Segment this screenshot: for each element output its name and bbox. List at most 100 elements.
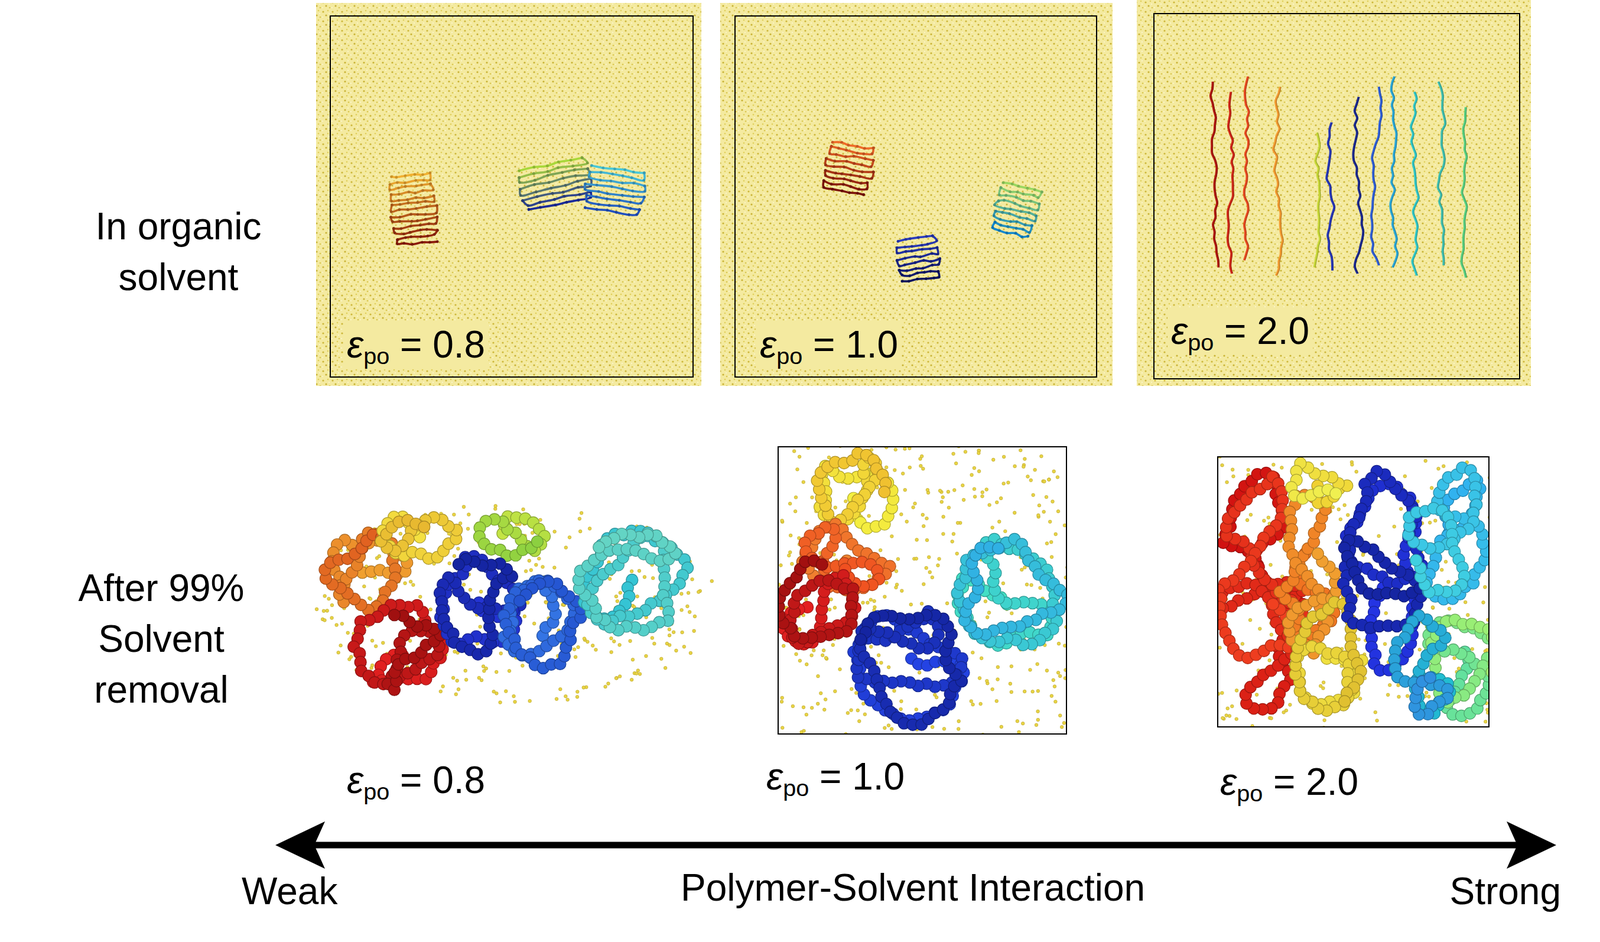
- solvent-bead: [609, 636, 614, 640]
- bead-chain: [796, 518, 896, 597]
- bead: [388, 183, 392, 187]
- bead: [840, 189, 844, 193]
- solvent-bead: [528, 698, 532, 703]
- solvent-bead: [957, 719, 961, 724]
- solvent-bead: [1064, 668, 1066, 672]
- bead: [561, 176, 565, 181]
- bead: [599, 170, 603, 174]
- solvent-bead: [1056, 509, 1060, 513]
- solvent-bead: [553, 529, 557, 534]
- bead: [432, 199, 436, 203]
- solvent-bead: [687, 610, 692, 614]
- solvent-bead: [833, 689, 837, 694]
- solvent-bead: [990, 687, 995, 692]
- bead: [517, 176, 522, 180]
- bead: [903, 245, 907, 249]
- bead: [607, 203, 611, 207]
- bead: [538, 205, 543, 210]
- bead: [1001, 180, 1006, 185]
- solvent-bead: [903, 447, 907, 451]
- solvent-bead: [903, 488, 907, 492]
- solvent-bead: [900, 589, 904, 593]
- solvent-bead: [886, 723, 891, 728]
- extended-chain: [1273, 86, 1284, 276]
- solvent-bead: [810, 706, 814, 710]
- solvent-bead: [919, 454, 924, 458]
- bead: [1029, 199, 1033, 203]
- solvent-bead: [1012, 511, 1017, 515]
- solvent-bead: [979, 701, 983, 706]
- bead: [1007, 212, 1012, 216]
- bead: [849, 184, 853, 189]
- bead: [618, 204, 621, 208]
- bead: [930, 263, 934, 267]
- solvent-bead: [492, 690, 496, 694]
- bead: [1010, 181, 1014, 186]
- bead: [858, 174, 863, 179]
- bead: [863, 146, 867, 151]
- bead: [576, 198, 581, 203]
- bead: [840, 140, 844, 145]
- folded-chain: [580, 163, 650, 219]
- solvent-bead: [576, 690, 580, 694]
- chain-segment: [391, 195, 435, 207]
- chain-segment: [584, 202, 640, 217]
- bead: [553, 197, 557, 202]
- solvent-bead: [833, 505, 838, 510]
- bead: [414, 179, 418, 182]
- bead: [423, 199, 427, 203]
- bead: [402, 232, 406, 236]
- bead: [547, 180, 551, 185]
- chain-segment: [998, 194, 1040, 211]
- bead: [394, 175, 398, 179]
- bead: [421, 173, 425, 177]
- solvent-bead: [340, 622, 344, 626]
- solvent-bead: [586, 639, 590, 644]
- bead: [832, 164, 837, 169]
- bead: [397, 192, 401, 196]
- solvent-bead: [946, 489, 951, 494]
- bead: [617, 198, 621, 202]
- solvent-bead: [521, 664, 525, 668]
- solvent-bead: [462, 582, 466, 587]
- solvent-bead: [615, 676, 619, 681]
- solvent-ground: [316, 2, 702, 386]
- extended-chain: [1227, 91, 1234, 273]
- bead: [425, 234, 429, 238]
- bead: [550, 191, 555, 195]
- bead: [413, 191, 417, 195]
- chain-segment: [585, 194, 641, 210]
- bead: [859, 181, 863, 185]
- bead: [406, 201, 410, 205]
- solvent-bead: [1046, 477, 1051, 482]
- solvent-bead: [680, 592, 684, 596]
- solvent-bead: [822, 707, 826, 712]
- bead: [403, 184, 407, 188]
- bead: [827, 151, 832, 156]
- bead: [913, 261, 917, 265]
- bead: [402, 241, 406, 245]
- bead: [514, 594, 526, 607]
- solvent-bead: [938, 489, 942, 493]
- bead: [1034, 213, 1039, 218]
- solvent-bead: [1020, 567, 1024, 572]
- bead: [428, 171, 432, 175]
- bead: [605, 208, 609, 212]
- solvent-bead: [925, 516, 929, 520]
- solvent-bead: [680, 607, 684, 612]
- solvent-bead: [844, 499, 848, 504]
- solvent-bead: [872, 599, 877, 603]
- bead: [389, 174, 393, 178]
- bead: [435, 203, 439, 207]
- bead: [1015, 190, 1020, 194]
- solvent-bead: [374, 644, 378, 649]
- solvent-bead: [527, 558, 532, 563]
- bead: [433, 232, 437, 236]
- solvent-bead: [792, 449, 796, 454]
- chain-segment: [389, 173, 432, 185]
- bead: [630, 176, 634, 180]
- bead: [916, 235, 920, 239]
- bead: [1027, 210, 1032, 215]
- solvent-bead: [438, 689, 443, 694]
- bead: [1036, 207, 1040, 212]
